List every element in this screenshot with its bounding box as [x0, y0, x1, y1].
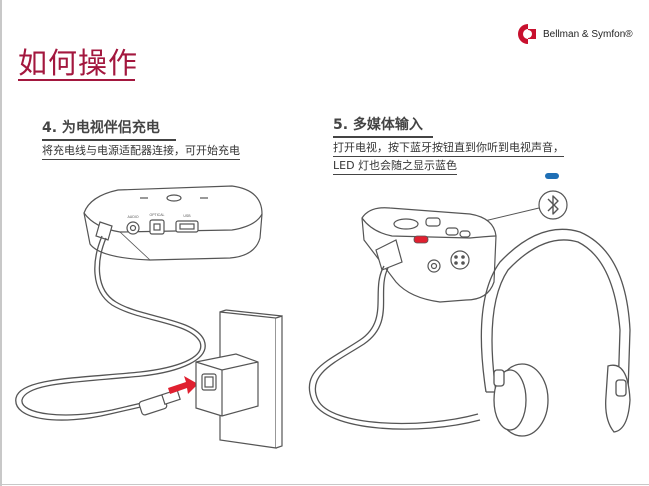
headphones [481, 229, 630, 436]
transmitter-device [362, 208, 496, 302]
bluetooth-icon [539, 191, 567, 219]
usb-plug [138, 390, 180, 416]
tv-companion-device: AUDIO OPTICAL USB [84, 186, 262, 260]
optical-port-label: OPTICAL [150, 213, 165, 217]
usb-port-label: USB [183, 214, 191, 218]
arrow-icon [168, 376, 198, 394]
power-adapter [196, 354, 258, 416]
bluetooth-button [414, 236, 428, 243]
led-indicator-icon [545, 173, 559, 179]
audio-port-label: AUDIO [127, 215, 138, 219]
